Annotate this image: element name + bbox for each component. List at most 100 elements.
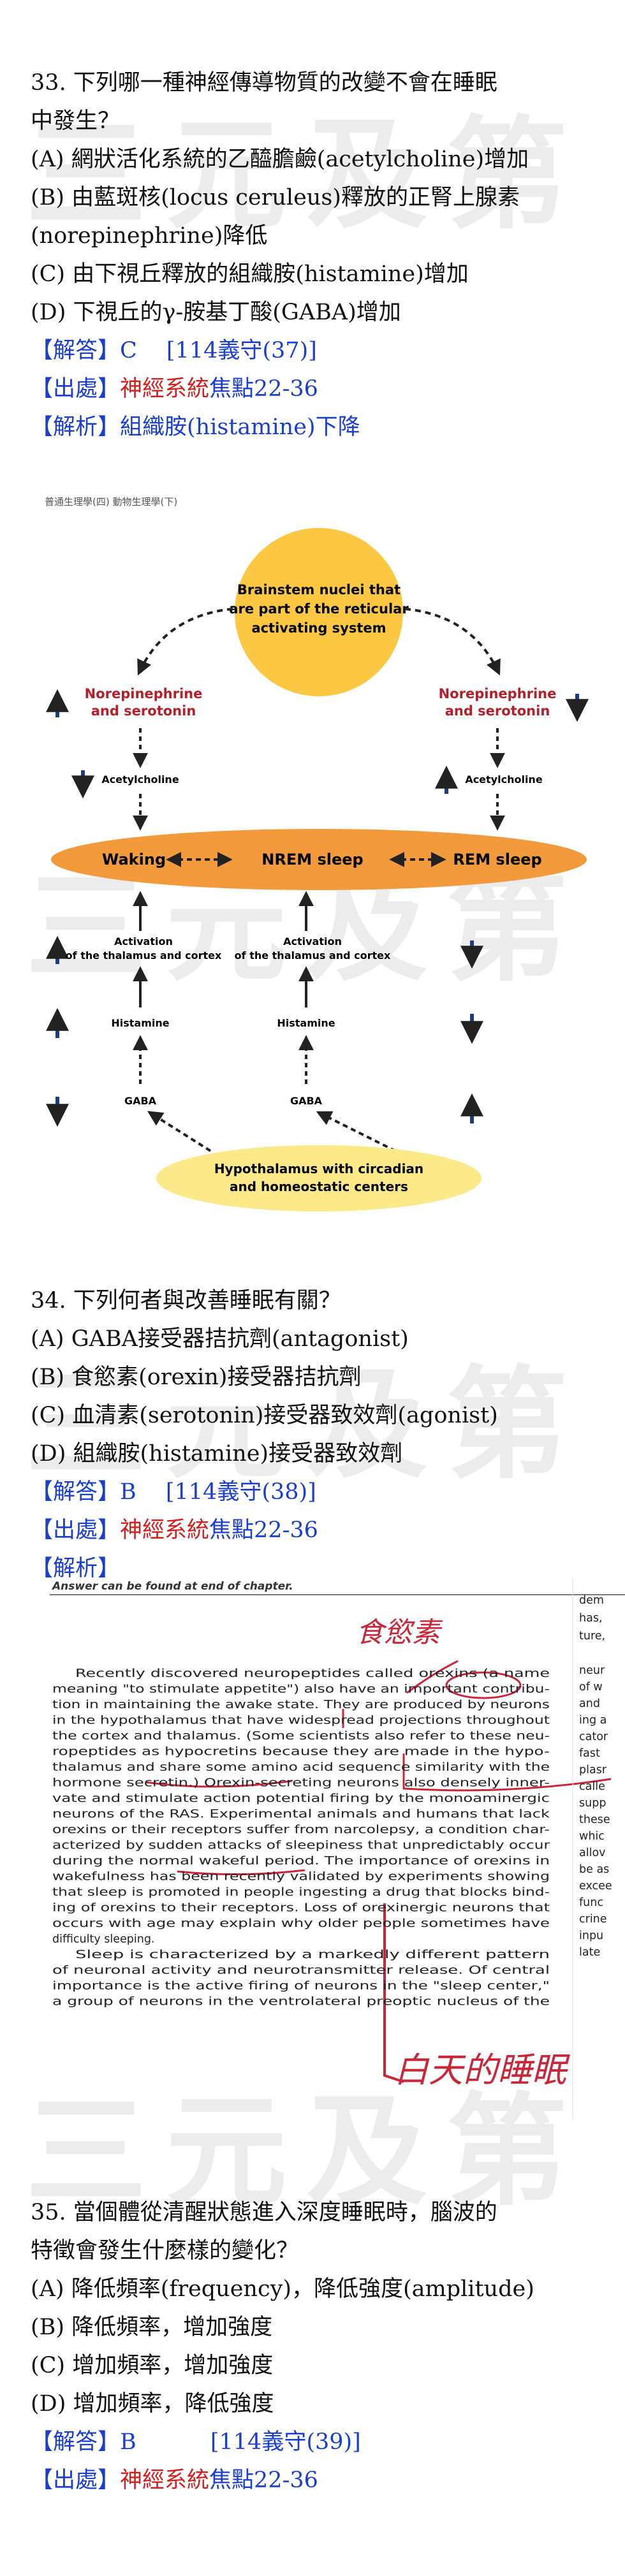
option-a: (A) 降低頻率(frequency)，降低強度(amplitude) — [31, 2276, 534, 2302]
excerpt-line: of neuronal activity and neurotransmitte… — [52, 1965, 550, 1977]
option-b: (B) 由藍斑核(locus ceruleus)釋放的正腎上腺素 — [31, 185, 520, 210]
source-line: 【出處】神經系統焦點22-36 — [31, 2461, 605, 2499]
source-focus: 焦點22-36 — [209, 376, 318, 402]
brainstem-label: are part of the reticular — [229, 601, 409, 617]
handwritten-stroke — [402, 1753, 612, 1792]
source-chapter: 神經系統 — [120, 1518, 210, 1543]
excerpt-right-fragment: ing a — [579, 1714, 607, 1727]
question-stem: 35. 當個體從清醒狀態進入深度睡眠時，腦波的 — [31, 2200, 497, 2225]
ne-serotonin-right: and serotonin — [445, 703, 550, 719]
answer-value: B [114義守(39)] — [120, 2429, 361, 2455]
excerpt-right-fragment: plasr — [579, 1764, 607, 1776]
excerpt-line: wakefulness has been recently validated … — [52, 1871, 550, 1884]
source-line: 【出處】神經系統焦點22-36 — [31, 370, 605, 408]
excerpt-line: acterized by sudden attacks of sleepines… — [52, 1840, 550, 1852]
handwriting-daytime-sleep: 白天的睡眠 — [394, 2050, 570, 2090]
hypothalamus-label: Hypothalamus with circadian — [214, 1161, 423, 1176]
activation-left: Activation — [114, 935, 173, 948]
excerpt-right-fragment: of w — [579, 1681, 603, 1694]
excerpt-right-fragment: cator — [579, 1731, 608, 1743]
excerpt-right-fragment: supp — [579, 1797, 606, 1810]
question-stem: 特徵會發生什麼樣的變化？ — [31, 2238, 299, 2264]
option-c: (C) 增加頻率，增加強度 — [31, 2353, 274, 2378]
excerpt-line: occurs with age may explain why older pe… — [52, 1917, 550, 1930]
excerpt-paragraph: Recently discovered neuropeptides called… — [52, 1667, 550, 2009]
handwritten-underline — [145, 1780, 293, 1788]
excerpt-line: Recently discovered neuropeptides called… — [75, 1667, 550, 1680]
excerpt-line: tion in maintaining the awake state. The… — [52, 1699, 550, 1711]
explanation-label: 【解析】 — [31, 414, 121, 440]
brainstem-label: Brainstem nuclei that — [237, 582, 401, 597]
histamine-left: Histamine — [111, 1017, 169, 1029]
option-c: (C) 由下視丘釋放的組織胺(histamine)增加 — [31, 261, 469, 287]
question-35: 35. 當個體從清醒狀態進入深度睡眠時，腦波的 特徵會發生什麼樣的變化？ (A)… — [31, 2193, 605, 2499]
histamine-middle: Histamine — [277, 1017, 335, 1029]
hypothalamus-ellipse — [156, 1145, 482, 1211]
excerpt-right-fragment: fast — [579, 1747, 600, 1760]
activation-left: of the thalamus and cortex — [66, 949, 222, 962]
acetylcholine-left: Acetylcholine — [101, 773, 179, 786]
handwritten-stroke — [406, 1660, 459, 1694]
excerpt-line: importance is the active firing of neuro… — [52, 1980, 550, 1993]
excerpt-line: during the normal wakeful period. The im… — [52, 1855, 550, 1868]
dashed-arrow — [137, 608, 233, 676]
source-label: 【出處】 — [31, 376, 121, 402]
question-stem: 33. 下列哪一種神經傳導物質的改變不會在睡眠 — [31, 70, 497, 96]
answer-value: B [114義守(38)] — [120, 1479, 316, 1505]
diagram-svg: 普通生理學(四) 動物生理學(下) Brainstem nuclei that … — [45, 496, 589, 1211]
answer-line: 【解答】C [114義守(37)] — [31, 332, 605, 370]
gaba-left: GABA — [124, 1095, 157, 1107]
excerpt-right-fragment: ture, — [579, 1630, 605, 1643]
activation-middle: of the thalamus and cortex — [235, 949, 391, 962]
excerpt-line: difficulty sleeping. — [52, 1933, 155, 1946]
option-b: (B) 降低頻率，增加強度 — [31, 2315, 273, 2340]
source-label: 【出處】 — [31, 2468, 121, 2493]
source-label: 【出處】 — [31, 1518, 121, 1543]
question-stem: 34. 下列何者與改善睡眠有關？ — [31, 1288, 341, 1314]
option-a: (A) GABA接受器拮抗劑(antagonist) — [31, 1326, 409, 1352]
source-line: 【出處】神經系統焦點22-36 — [31, 1511, 605, 1549]
dashed-arrow — [147, 1111, 212, 1152]
explanation-line: 【解析】組織胺(histamine)下降 — [31, 408, 605, 446]
rem-label: REM sleep — [453, 851, 541, 868]
source-chapter: 神經系統 — [120, 376, 210, 402]
ne-serotonin-right: Norepinephrine — [439, 686, 557, 701]
option-b: (norepinephrine)降低 — [31, 223, 268, 249]
excerpt-right-fragment: dem — [579, 1594, 604, 1607]
explanation-line: 【解析】 — [31, 1549, 605, 1588]
excerpt-line: orexins or their receptors suffer from n… — [52, 1824, 550, 1836]
option-c: (C) 血清素(serotonin)接受器致效劑(agonist) — [31, 1403, 498, 1428]
excerpt-right-fragment: whic — [579, 1830, 605, 1843]
textbook-excerpt: Answer can be found at end of chapter. 食… — [50, 1578, 625, 2120]
sleep-wake-diagram: 普通生理學(四) 動物生理學(下) Brainstem nuclei that … — [38, 491, 599, 1218]
question-34: 34. 下列何者與改善睡眠有關？ (A) GABA接受器拮抗劑(antagoni… — [31, 1282, 605, 1588]
excerpt-line: that sleep is promoted in people ingesti… — [52, 1886, 550, 1899]
brainstem-label: activating system — [251, 620, 386, 636]
excerpt-line: meaning "to stimulate appetite") also ha… — [52, 1683, 550, 1696]
excerpt-line: a group of neurons in the ventrolateral … — [52, 1996, 550, 2009]
excerpt-right-fragment: crine — [579, 1913, 607, 1926]
excerpt-right-fragment: excee — [579, 1880, 612, 1892]
question-33: 33. 下列哪一種神經傳導物質的改變不會在睡眠 中發生？ (A) 網狀活化系統的… — [31, 64, 605, 446]
diagram-header: 普通生理學(四) 動物生理學(下) — [45, 496, 177, 508]
source-focus: 焦點22-36 — [209, 2468, 318, 2493]
answer-label: 【解答】 — [31, 1479, 121, 1505]
excerpt-right-fragment: and — [579, 1697, 600, 1710]
option-d: (D) 組織胺(histamine)接受器致效劑 — [31, 1441, 403, 1467]
explanation-label: 【解析】 — [31, 1556, 121, 1581]
answer-label: 【解答】 — [31, 2429, 121, 2455]
option-d: (D) 增加頻率，降低強度 — [31, 2391, 274, 2417]
answer-line: 【解答】B [114義守(38)] — [31, 1473, 605, 1511]
excerpt-right-fragment: late — [579, 1946, 600, 1959]
excerpt-right-fragment: neur — [579, 1664, 605, 1677]
waking-label: Waking — [102, 851, 166, 868]
excerpt-line: Sleep is characterized by a markedly dif… — [75, 1949, 550, 1961]
handwritten-circle — [445, 1671, 522, 1699]
excerpt-line: in the hypothalamus that have widespread… — [52, 1715, 550, 1727]
excerpt-right-fragment: be as — [579, 1863, 609, 1876]
excerpt-right-fragment: func — [579, 1896, 603, 1909]
excerpt-right-fragment: allov — [579, 1847, 606, 1859]
ne-serotonin-left: Norepinephrine — [85, 686, 203, 701]
handwriting-orexin: 食慾素 — [356, 1616, 443, 1649]
answer-line: 【解答】B [114義守(39)] — [31, 2423, 605, 2461]
